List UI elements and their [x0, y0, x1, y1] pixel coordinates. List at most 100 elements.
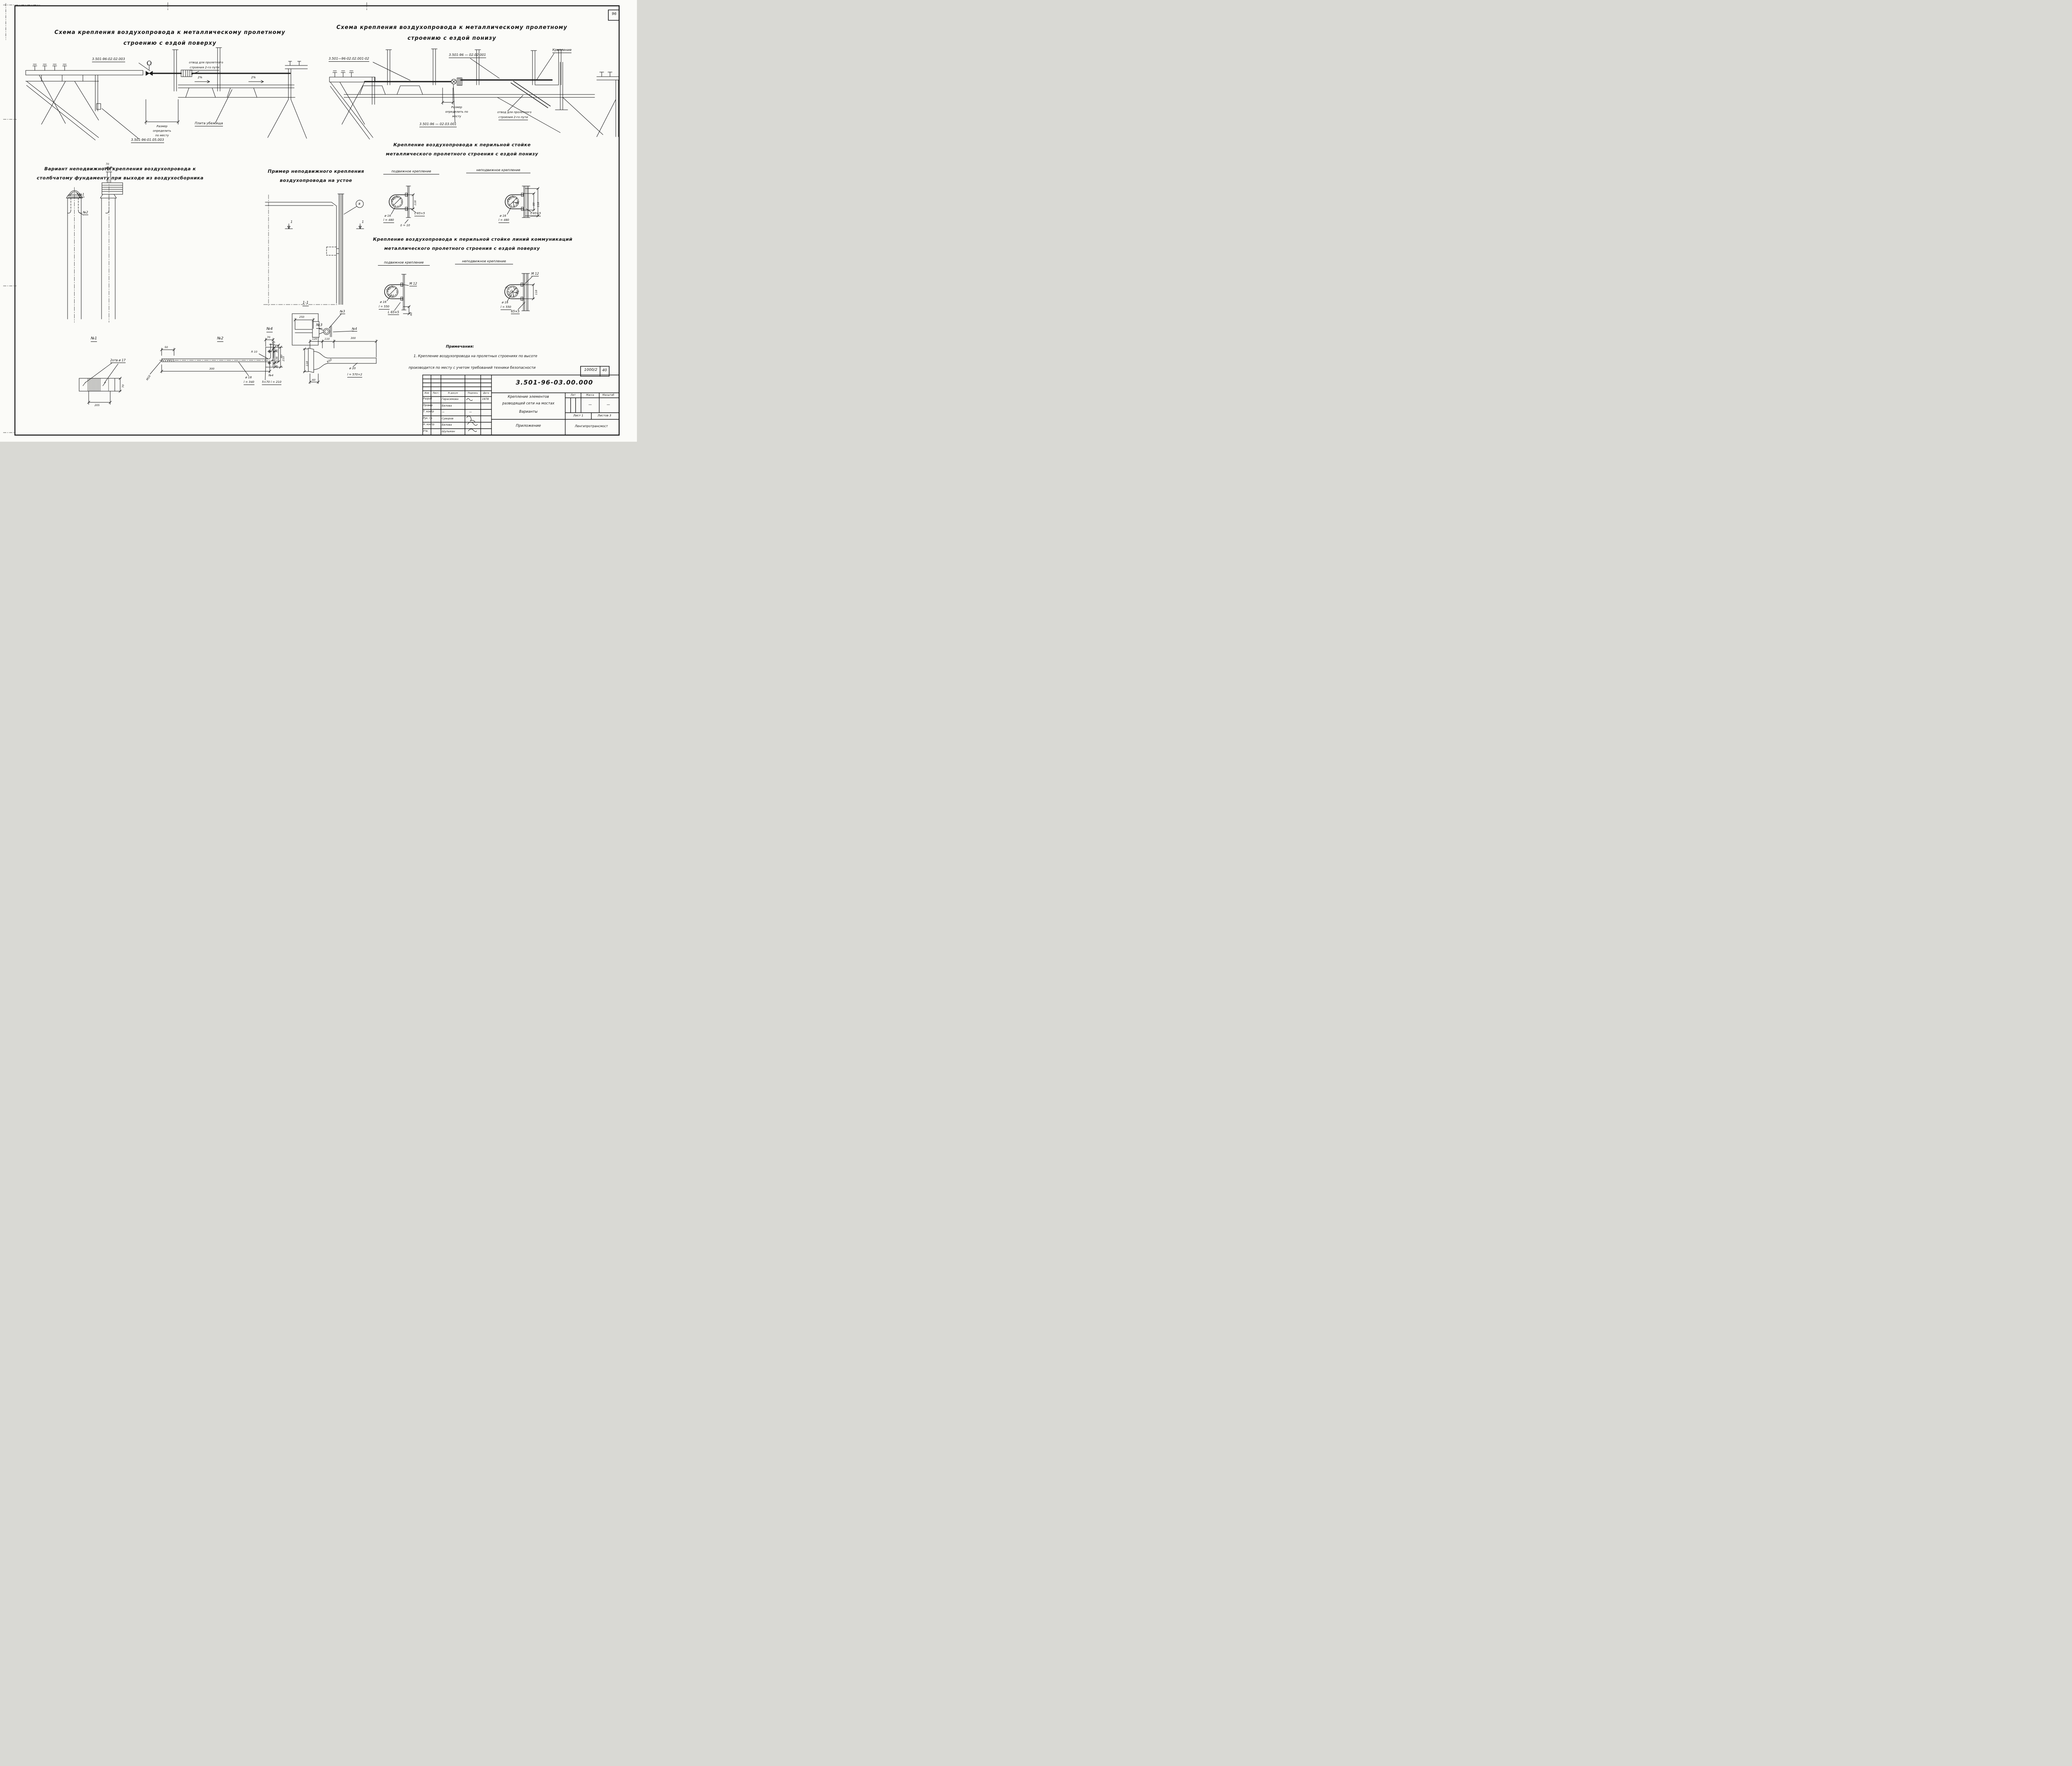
- clamp-d3-bolt-len: l = 550: [379, 305, 390, 310]
- clamp-d1-dim-118: 118: [414, 200, 417, 206]
- ponizu-title-line1: Крепление воздухопровода к перильной сто…: [393, 142, 531, 148]
- detail-n4-title: №4: [266, 327, 273, 332]
- detail-n1-title: №1: [91, 337, 97, 342]
- scheme-tr-kreplenie-label: Крепление: [552, 48, 572, 53]
- clamp-d4-bolt-dia: ø 16: [502, 301, 508, 304]
- scheme-tl-ref-top: 3.501-96-02.02.003: [92, 58, 125, 62]
- blueprint-sheet: 96 Схема крепления воздухопровода к мета…: [0, 0, 637, 442]
- detail-n4-dim-36b: 36: [276, 365, 278, 368]
- clamp-d1-bolt-len: l = 480: [383, 219, 394, 223]
- titleblock-row-role: Н. контр.: [423, 423, 435, 426]
- sheet-frame: [3, 2, 619, 435]
- clamp-d3-bolt-dia: ø 16: [380, 300, 387, 304]
- clamp-d4-angle: 65×5: [511, 310, 520, 314]
- titleblock-row-role: Разраб: [423, 397, 432, 400]
- titleblock-row-name: Белова: [442, 404, 452, 407]
- variant-mark-n2: №2: [83, 210, 88, 215]
- scheme-tl-title-line2: строению с ездой поверху: [123, 40, 217, 46]
- detail-n3-title: №3: [316, 324, 323, 329]
- scheme-tr-size-line2: определить по: [445, 110, 468, 114]
- ustoy-dim-250: 250: [299, 315, 305, 319]
- clamp-d2-angle: L 65×5: [530, 212, 541, 216]
- titleblock-massa-value: —: [588, 403, 592, 406]
- scheme-tl-size-line1: Размер: [156, 125, 168, 128]
- scheme-tr-title-line1: Схема крепления воздухопровода к металли…: [336, 24, 568, 31]
- variant-columns-art: [66, 167, 123, 322]
- poverhu-sub-right: неподвижное крепление: [455, 260, 513, 264]
- ustoy-mark-n4: №4: [352, 327, 357, 331]
- titleblock-row-name: Герасимова: [442, 397, 459, 401]
- variant-dim-70: 70: [106, 162, 109, 166]
- scheme-tl-slope-right: 2%: [251, 76, 256, 79]
- detail-n4-dim-138: 138: [276, 356, 278, 361]
- detail-n4-dim-210: 210: [282, 356, 285, 361]
- ponizu-title-line2: металлического пролетного строения с езд…: [386, 151, 538, 157]
- titleblock-row-role: Утв.: [423, 429, 428, 433]
- titleblock-row-role: Провер: [423, 404, 433, 407]
- notes-line2: производится по месту с учетом требовани…: [409, 366, 536, 370]
- titleblock-col-date: Дата: [483, 392, 489, 394]
- detail-n4-dim-70: 70: [267, 336, 271, 339]
- notes-line1: 1. Крепление воздухопровода на пролетных…: [414, 354, 537, 358]
- detail-n2-title: №2: [217, 337, 224, 342]
- scheme-tl-plita-label: Плита убежища: [195, 122, 223, 126]
- detail-n1-dim-205: 205: [94, 404, 100, 407]
- titleblock-massa-label: Масса: [586, 394, 594, 397]
- titleblock-masshtab-label: Масштаб: [602, 394, 615, 397]
- titleblock-sheet-label: Лист 1: [573, 414, 583, 417]
- detail-n1-art: [79, 363, 121, 404]
- detail-n2-callout-dia: ø 18: [245, 376, 252, 379]
- titleblock-row-sign: —: [469, 410, 472, 414]
- scheme-tr-ref-valve: 3.501-96 — 02.03.001: [419, 123, 457, 127]
- titleblock-row-date: 1978: [482, 397, 489, 401]
- detail-n3-art: [303, 340, 378, 384]
- scheme-tr-size-line1: Размер: [451, 106, 462, 109]
- titleblock-subject-line3: Варианты: [519, 410, 538, 414]
- detail-n3-dim-110: 110: [324, 337, 330, 341]
- clamp-d4-m12: М 12: [531, 272, 539, 276]
- clamp-d2-bolt-dia: ø 16: [500, 214, 506, 218]
- ustoy-marker-v: в: [358, 202, 361, 206]
- titleblock-row-name: Суворов: [442, 416, 454, 420]
- drawing-linework: [0, 0, 637, 442]
- title-block-grid: [423, 375, 619, 435]
- clamp-d4-art: [505, 273, 535, 311]
- scheme-tl-otvod-line2: строения 2-го пути: [190, 66, 220, 70]
- detail-n3-callout-len: l = 570×2: [347, 373, 362, 377]
- scheme-tr-otvod-line1: отвод для пролетного: [497, 111, 532, 114]
- clamp-d2-dim-80: 80: [532, 202, 535, 206]
- clamp-d4-dim-118: 118: [535, 290, 538, 295]
- titleblock-row-name: Белова: [442, 423, 452, 426]
- scheme-tl-slope-left: 2%: [198, 76, 203, 79]
- detail-n1-holes: 2отв ø 17: [110, 358, 126, 363]
- clamp-d3-art: [385, 274, 410, 315]
- scheme-tl-size-line2: определить: [153, 129, 171, 133]
- stamp-format-code: 1000/2: [584, 368, 598, 372]
- scheme-top-left-art: [26, 48, 307, 140]
- ustoy-section-label: 1-1: [303, 301, 309, 306]
- clamp-d3-m12: М 12: [409, 282, 417, 286]
- detail-n2-art: [150, 344, 280, 376]
- variant-title-line1: Вариант неподвижного крепления воздухопр…: [44, 166, 196, 172]
- stamp-format-sheet: 40: [602, 368, 607, 373]
- clamp-d1-angle: L 65×5: [414, 212, 425, 216]
- detail-n2-r10: R 10: [251, 350, 257, 353]
- titleblock-masshtab-value: —: [607, 403, 610, 406]
- titleblock-row-role: Рук. гр.: [423, 416, 433, 420]
- titleblock-sheets-label: Листов 3: [598, 414, 611, 417]
- detail-n2-dim-50: 50: [165, 346, 168, 349]
- clamp-d3-angle: L 65×5: [388, 310, 399, 315]
- variant-title-line2: столбчатому фундаменту при выходе из воз…: [36, 175, 204, 181]
- ustoy-cut-mark-left: 1: [290, 220, 293, 224]
- titleblock-subject-line1: Крепление элементов: [508, 395, 549, 399]
- titleblock-col-doc: N докум: [448, 392, 458, 394]
- scheme-tl-otvod-line1: отвод для пролетного: [189, 61, 223, 64]
- ustoy-art: [264, 194, 364, 345]
- detail-n4-callout-spec: 5×70 l = 210: [262, 381, 282, 385]
- poverhu-title-line1: Крепление воздухопровода к перильной сто…: [373, 237, 573, 242]
- ustoy-cut-mark-right: 1: [362, 220, 364, 224]
- detail-n3-dim-118: 118: [305, 361, 309, 366]
- poverhu-title-line2: металлического пролетного строения с езд…: [384, 246, 540, 251]
- ustoy-mark-n3: №3: [340, 310, 345, 314]
- scheme-tr-ref-mid: 3.501-96 — 02.02.001: [449, 53, 486, 58]
